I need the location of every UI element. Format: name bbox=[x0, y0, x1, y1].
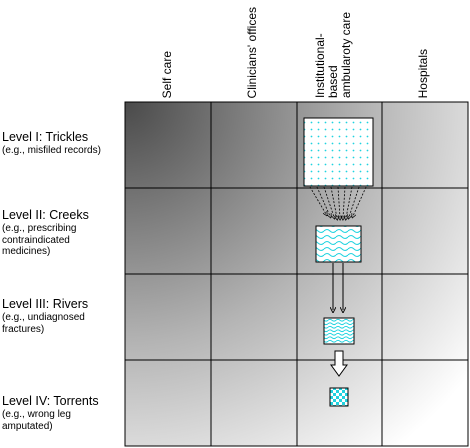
column-label: Institutional- based ambularoty care bbox=[313, 11, 353, 98]
row-label-level-4: Level IV: Torrents (e.g., wrong leg ampu… bbox=[2, 394, 124, 432]
column-header-clinicians-offices: Clinicians' offices bbox=[245, 4, 290, 98]
column-label: Hospitals bbox=[416, 48, 430, 98]
row-title: Level III: Rivers bbox=[2, 297, 89, 311]
row-example: (e.g., undiagnosed fractures) bbox=[2, 312, 85, 335]
row-example: (e.g., wrong leg amputated) bbox=[2, 409, 71, 432]
row-example: (e.g., misfiled records) bbox=[2, 145, 101, 156]
grid-lines bbox=[124, 101, 469, 447]
dense-wave-square-icon bbox=[323, 317, 355, 345]
column-label: Clinicians' offices bbox=[245, 6, 259, 98]
row-example: (e.g., prescribing contraindicated medic… bbox=[2, 223, 77, 257]
column-header-hospitals: Hospitals bbox=[416, 4, 461, 98]
arrow-icon bbox=[330, 350, 348, 377]
row-title: Level II: Creeks bbox=[2, 208, 89, 222]
double-arrows bbox=[333, 263, 343, 310]
row-title: Level I: Trickles bbox=[2, 130, 89, 144]
column-header-institutional: Institutional- based ambularoty care bbox=[313, 4, 358, 98]
row-label-level-1: Level I: Trickles (e.g., misfiled record… bbox=[2, 130, 124, 157]
checker-square-icon bbox=[329, 387, 349, 407]
wave-square-icon bbox=[315, 225, 362, 263]
column-header-self-care: Self care bbox=[160, 4, 205, 98]
row-label-level-2: Level II: Creeks (e.g., prescribing cont… bbox=[2, 208, 124, 258]
row-title: Level IV: Torrents bbox=[2, 394, 99, 408]
funnel-arrows bbox=[309, 186, 367, 218]
column-label: Self care bbox=[160, 50, 174, 98]
row-label-level-3: Level III: Rivers (e.g., undiagnosed fra… bbox=[2, 297, 124, 335]
dotted-square-icon bbox=[303, 117, 374, 187]
